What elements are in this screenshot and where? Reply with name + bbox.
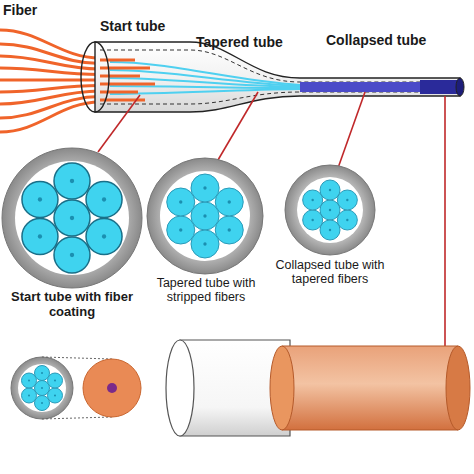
coated-fiber-cross-sections: [22, 163, 122, 273]
tube-body: [95, 42, 460, 112]
bundle-section-bore: [18, 364, 66, 412]
collapsed-tube-end: [456, 78, 464, 96]
fiber-section: [167, 188, 195, 216]
fiber-section: [320, 180, 340, 200]
fiber-section: [303, 210, 323, 230]
fiber-core: [41, 402, 43, 404]
fiber-core: [329, 189, 331, 191]
fiber-core: [228, 228, 231, 231]
fiber-section: [167, 216, 195, 244]
fiber-section: [22, 388, 37, 403]
outer-cylinder-end: [166, 340, 194, 436]
taper-section-bore: [160, 171, 250, 261]
section-label: Start tube with fiber coating: [2, 290, 142, 320]
fiber-section: [191, 174, 219, 202]
fiber-core: [41, 387, 43, 389]
start-section-bore: [15, 161, 129, 275]
fiber-core: [70, 216, 74, 220]
part-label: Start tube: [100, 18, 190, 34]
fiber-section: [22, 182, 58, 218]
fiber-core: [179, 200, 182, 203]
fiber-core: [346, 219, 348, 221]
fiber-section: [191, 230, 219, 258]
fiber-core: [41, 372, 43, 374]
part-label: Collapsed tube: [326, 32, 456, 48]
fiber-section: [86, 219, 122, 255]
inner-bore: [100, 50, 440, 104]
bundle-section-ring: [11, 357, 73, 419]
leader-lines: [98, 92, 445, 372]
merged-section: [83, 359, 141, 417]
fiber-section: [86, 182, 122, 218]
start-section-ring: [2, 148, 142, 288]
fiber-section: [54, 200, 90, 236]
fiber-section: [320, 220, 340, 240]
fiber-section: [337, 210, 357, 230]
fiber-section: [191, 202, 219, 230]
fiber-section: [35, 381, 50, 396]
fiber-core: [102, 197, 106, 201]
part-label: Fiber: [3, 2, 63, 18]
fiber-core: [38, 197, 42, 201]
collapsed-section-ring: [285, 165, 375, 255]
fiber-section: [54, 237, 90, 273]
fiber-core: [346, 199, 348, 201]
fiber-core: [28, 380, 30, 382]
fiber-core: [203, 214, 206, 217]
tapered-fiber-cross-sections: [303, 180, 358, 240]
fiber-core: [70, 253, 74, 257]
fiber-core: [54, 395, 56, 397]
fiber-core: [311, 219, 313, 221]
fiber-core: [329, 229, 331, 231]
fiber-core: [203, 186, 206, 189]
fiber-core: [311, 199, 313, 201]
fiber-section: [54, 163, 90, 199]
section-label: Collapsed tube with tapered fibers: [272, 258, 388, 287]
fiber-section: [35, 396, 50, 411]
fiber-line: [0, 79, 100, 82]
fiber-section: [47, 388, 62, 403]
fiber-core: [203, 242, 206, 245]
fiber-core: [38, 234, 42, 238]
start-tube-end: [81, 42, 109, 112]
fiber-core: [70, 179, 74, 183]
collapsed-core-end: [420, 80, 460, 94]
fiber-section: [303, 190, 323, 210]
stripped-fiber-cross-sections: [167, 174, 243, 258]
fiber-section: [215, 188, 243, 216]
fiber-core: [228, 200, 231, 203]
part-label: Tapered tube: [196, 34, 306, 50]
orange-cylinder-start: [270, 346, 294, 430]
fiber-section: [35, 366, 50, 381]
fiber-section: [47, 373, 62, 388]
fiber-section: [22, 219, 58, 255]
taper-section-ring: [147, 158, 263, 274]
fiber-line: [0, 102, 100, 132]
fiber-section: [22, 373, 37, 388]
fiber-core: [179, 228, 182, 231]
fiber-section: [215, 216, 243, 244]
merged-core: [107, 383, 117, 393]
fiber-core: [102, 234, 106, 238]
fiber-core: [28, 395, 30, 397]
fiber-core: [329, 209, 331, 211]
fiber-line: [0, 68, 100, 75]
orange-cylinder-end: [446, 346, 470, 430]
orange-cylinder: [282, 346, 458, 430]
bundle-fiber-cross-sections: [22, 366, 63, 411]
fiber-section: [337, 190, 357, 210]
fiber-core: [54, 380, 56, 382]
collapsed-section-bore: [297, 177, 363, 243]
section-label: Tapered tube with stripped fibers: [150, 276, 262, 305]
fiber-bundle: [0, 30, 100, 132]
fiber-section: [320, 200, 340, 220]
